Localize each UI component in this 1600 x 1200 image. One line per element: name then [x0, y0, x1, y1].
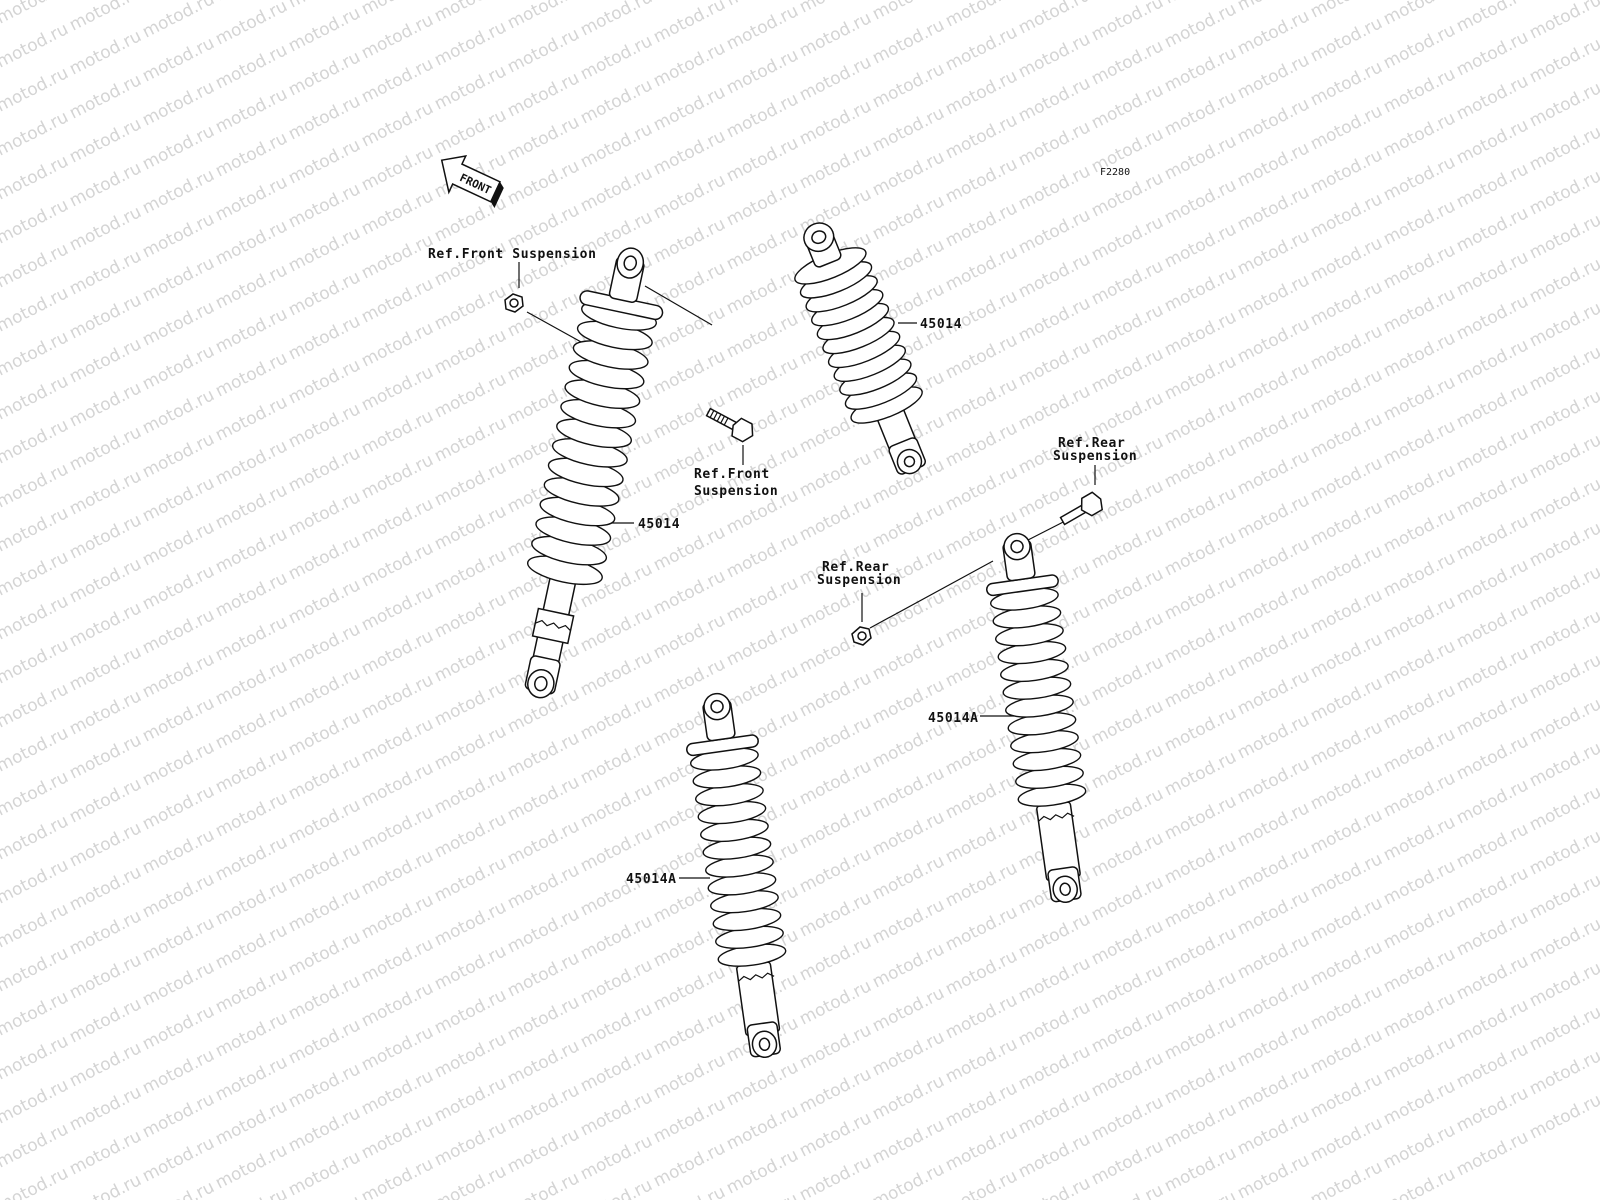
diagram-code: F2280 [1100, 167, 1130, 178]
front-shock-absorber-left [524, 247, 664, 699]
part-number-45014a-right: 45014A [928, 711, 979, 726]
ref-rear-suspension-label-line1-left: Ref.Rear [822, 560, 889, 575]
front-arrow-icon: FRONT [440, 154, 504, 208]
ref-rear-suspension-label-line2-left: Suspension [817, 573, 901, 588]
rear-shock-absorber-left [686, 692, 787, 1059]
ref-front-suspension-label-line2: Suspension [694, 484, 778, 499]
part-number-45014-right: 45014 [920, 317, 962, 332]
ref-rear-suspension-label-line2-right: Suspension [1053, 449, 1137, 464]
ref-front-suspension-label-top: Ref.Front Suspension [428, 247, 597, 262]
ref-rear-suspension-label-line1-right: Ref.Rear [1058, 436, 1125, 451]
part-number-45014-left: 45014 [638, 517, 680, 532]
front-shock-absorber-right [794, 222, 926, 475]
front-nut-icon [504, 293, 524, 313]
part-number-45014a-left: 45014A [626, 872, 677, 887]
front-bolt-icon [705, 407, 754, 443]
rear-nut-icon [851, 626, 872, 646]
ref-front-suspension-label-line1: Ref.Front [694, 467, 770, 482]
rear-bolt-icon [1059, 491, 1104, 526]
rear-shock-absorber-right [986, 532, 1087, 903]
